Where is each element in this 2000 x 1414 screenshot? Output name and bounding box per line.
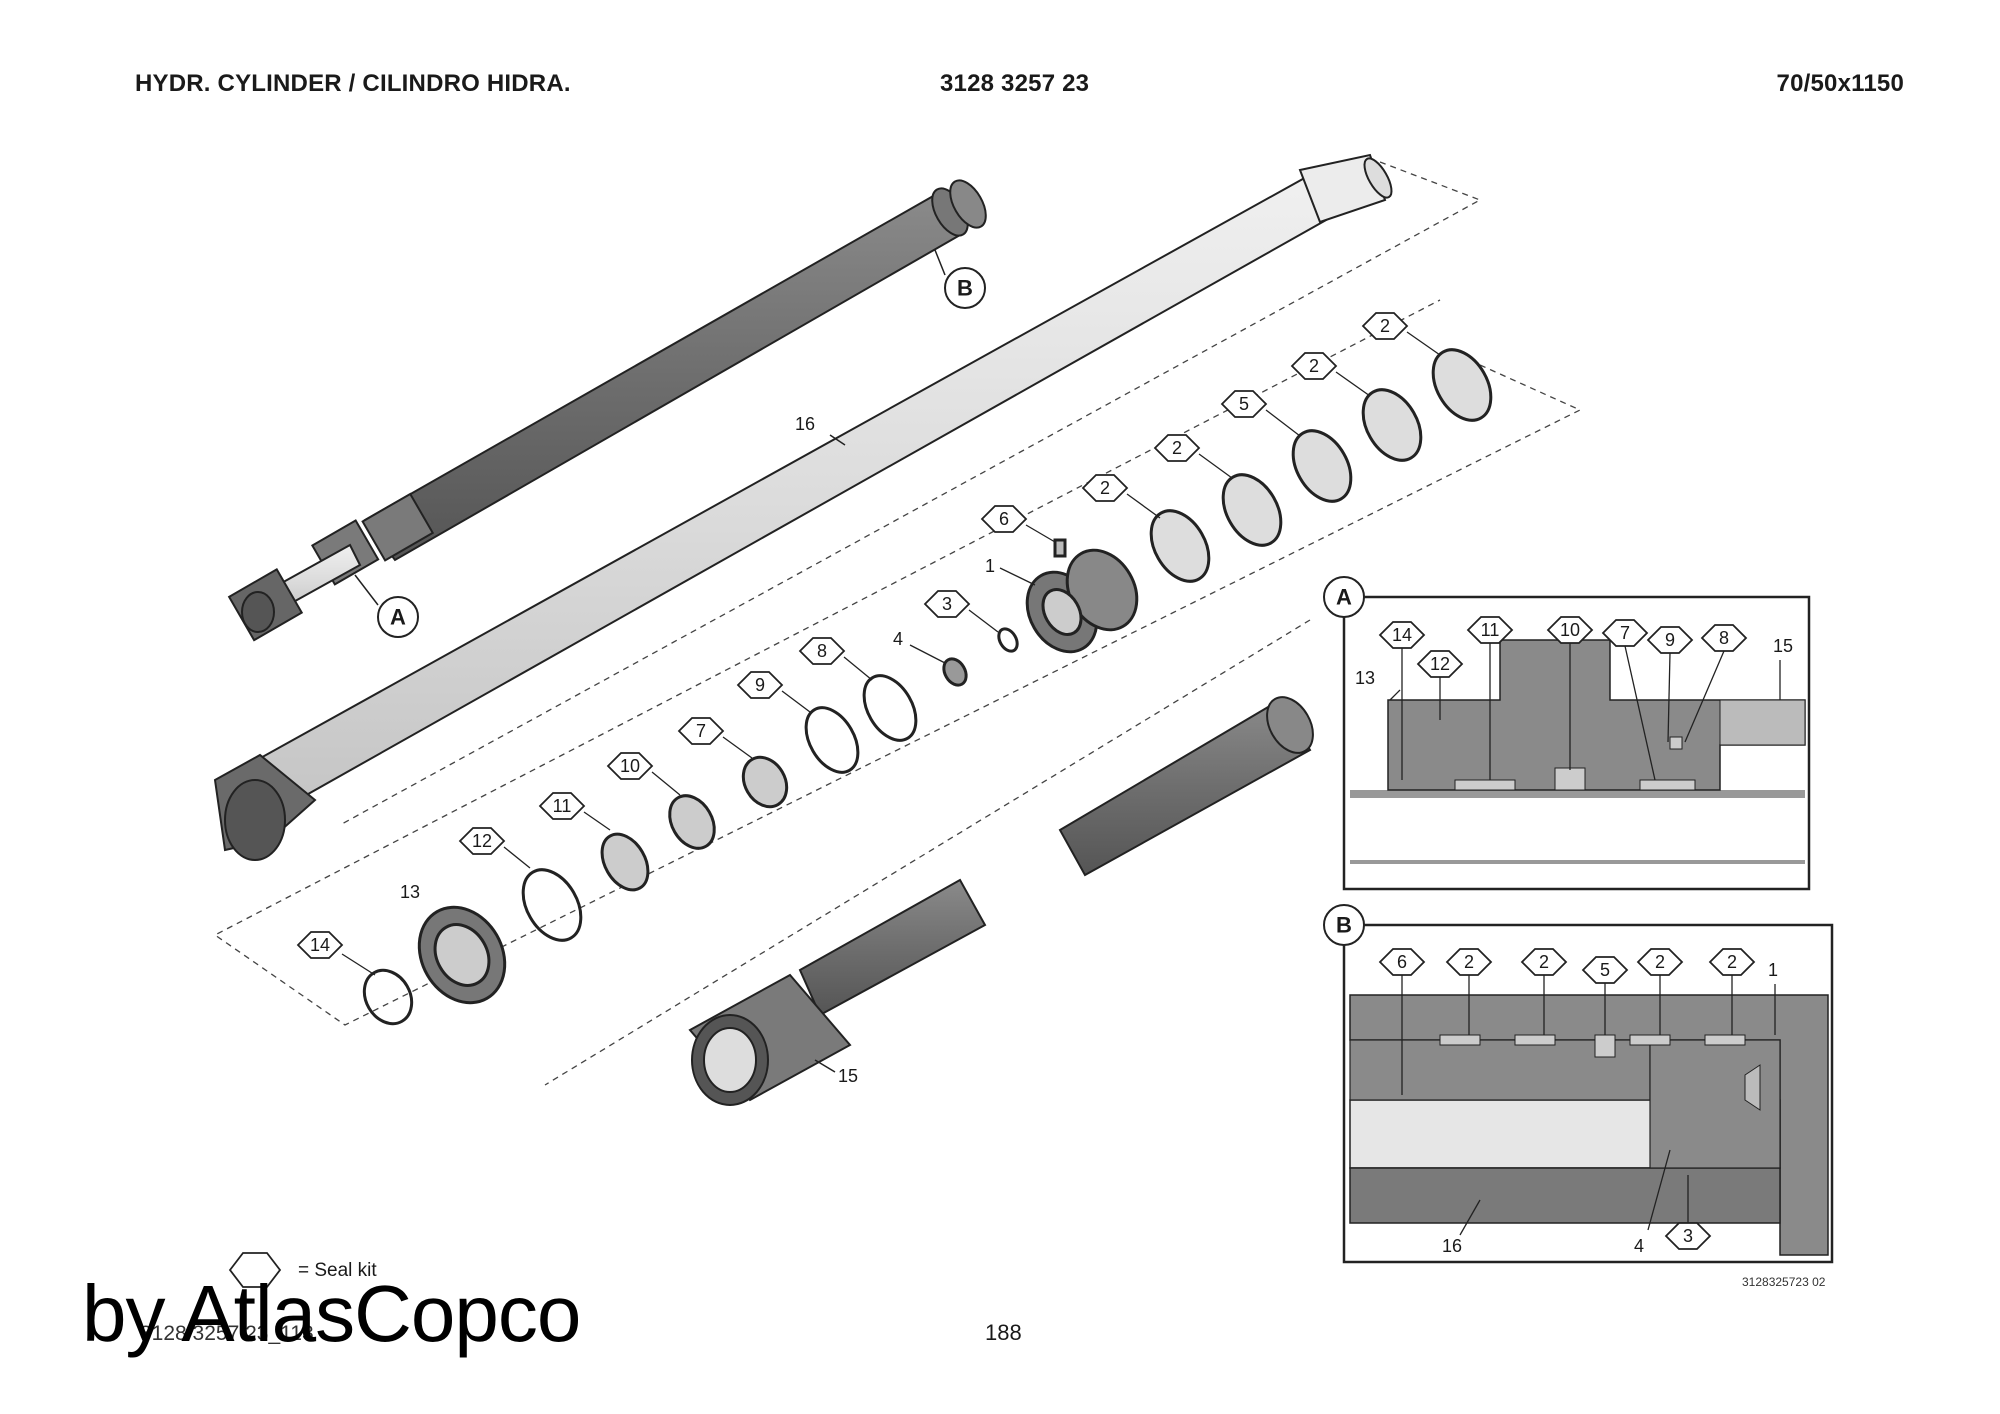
seal-kit-legend-icon — [228, 1252, 282, 1288]
seal-kit-legend: = Seal kit — [298, 1260, 377, 1281]
callout-5[interactable]: 5 — [1220, 390, 1268, 418]
callout-2b[interactable]: 2 — [1153, 434, 1201, 462]
callout-1: 1 — [985, 556, 995, 576]
detail-a-callout-8: 8 — [1700, 624, 1748, 652]
detail-b-callout-2a: 2 — [1445, 948, 1493, 976]
callout-2d[interactable]: 2 — [1361, 312, 1409, 340]
callout-9[interactable]: 9 — [736, 671, 784, 699]
svg-text:2: 2 — [1309, 356, 1319, 376]
callout-13: 13 — [400, 882, 420, 902]
detail-b-callout-6: 6 — [1378, 948, 1426, 976]
callout-8[interactable]: 8 — [798, 637, 846, 665]
svg-text:9: 9 — [1665, 630, 1675, 650]
svg-text:2: 2 — [1655, 952, 1665, 972]
svg-text:7: 7 — [696, 721, 706, 741]
svg-text:2: 2 — [1380, 316, 1390, 336]
callout-10[interactable]: 10 — [606, 752, 654, 780]
svg-text:12: 12 — [472, 831, 492, 851]
svg-text:8: 8 — [1719, 628, 1729, 648]
svg-text:2: 2 — [1727, 952, 1737, 972]
svg-text:2: 2 — [1172, 438, 1182, 458]
detail-a-title: A — [1323, 576, 1365, 618]
part-number: 3128 3257 23 — [940, 70, 1090, 97]
callout-4: 4 — [893, 629, 903, 649]
page-number: 188 — [985, 1320, 1022, 1345]
detail-b-callout-2d: 2 — [1708, 948, 1756, 976]
svg-text:9: 9 — [755, 675, 765, 695]
detail-b-title: B — [1323, 904, 1365, 946]
svg-text:14: 14 — [1392, 625, 1412, 645]
detail-a-callout-12: 12 — [1416, 650, 1464, 678]
callout-14[interactable]: 14 — [296, 931, 344, 959]
seal-parts-row — [362, 348, 1493, 1026]
detail-b-label-1: 1 — [1768, 960, 1778, 980]
svg-text:10: 10 — [1560, 620, 1580, 640]
detail-b-marker[interactable]: B — [944, 267, 986, 309]
svg-text:B: B — [1336, 913, 1352, 938]
page-title: HYDR. CYLINDER / CILINDRO HIDRA. — [135, 70, 571, 97]
detail-a-label-13: 13 — [1355, 668, 1375, 688]
callout-2a[interactable]: 2 — [1081, 474, 1129, 502]
detail-b-callout-3: 3 — [1664, 1222, 1712, 1250]
assembled-cylinder — [227, 179, 987, 642]
callout-2c[interactable]: 2 — [1290, 352, 1338, 380]
detail-a-callout-14: 14 — [1378, 621, 1426, 649]
svg-text:12: 12 — [1430, 654, 1450, 674]
cylinder-barrel — [688, 696, 1314, 1106]
detail-b-label-4: 4 — [1634, 1236, 1644, 1256]
svg-text:6: 6 — [999, 509, 1009, 529]
svg-text:8: 8 — [817, 641, 827, 661]
svg-text:14: 14 — [310, 935, 330, 955]
detail-a-marker[interactable]: A — [377, 596, 419, 638]
svg-text:3: 3 — [1683, 1226, 1693, 1246]
callout-16-rod: 16 — [795, 414, 815, 434]
svg-text:2: 2 — [1539, 952, 1549, 972]
svg-text:6: 6 — [1397, 952, 1407, 972]
svg-text:5: 5 — [1239, 394, 1249, 414]
detail-a-marker-label: A — [390, 605, 406, 630]
callout-6[interactable]: 6 — [980, 505, 1028, 533]
drawing-reference: 3128325723 02 — [1742, 1275, 1826, 1289]
detail-a-callout-10: 10 — [1546, 616, 1594, 644]
svg-text:A: A — [1336, 585, 1352, 610]
detail-b-panel: 16 4 1 — [1342, 923, 1834, 1264]
callout-15-barrel: 15 — [838, 1066, 858, 1086]
detail-b-callout-2b: 2 — [1520, 948, 1568, 976]
svg-text:2: 2 — [1464, 952, 1474, 972]
callout-7[interactable]: 7 — [677, 717, 725, 745]
detail-a-callout-7: 7 — [1601, 619, 1649, 647]
cylinder-dimensions: 70/50x1150 — [1776, 70, 1904, 97]
callout-3[interactable]: 3 — [923, 590, 971, 618]
svg-text:10: 10 — [620, 756, 640, 776]
assembly-guide-lines — [213, 161, 1582, 1086]
detail-b-label-16: 16 — [1442, 1236, 1462, 1256]
detail-b-callout-2c: 2 — [1636, 948, 1684, 976]
svg-text:7: 7 — [1620, 623, 1630, 643]
svg-text:3: 3 — [942, 594, 952, 614]
svg-text:11: 11 — [553, 796, 572, 816]
watermark: by AtlasCopco — [82, 1269, 581, 1358]
piston-rod — [213, 153, 1393, 861]
exploded-callouts: 14 13 12 11 10 7 9 8 — [296, 312, 1441, 976]
svg-text:5: 5 — [1600, 960, 1610, 980]
svg-text:11: 11 — [1481, 620, 1500, 640]
callout-12[interactable]: 12 — [458, 827, 506, 855]
svg-text:2: 2 — [1100, 478, 1110, 498]
footer-drawing-code: 3128 3257 23_113 — [140, 1322, 314, 1345]
detail-b-callouts: 6 2 2 5 2 2 3 — [1378, 948, 1756, 1250]
detail-a-callout-11: 11 — [1466, 616, 1514, 644]
detail-a-callout-9: 9 — [1646, 626, 1694, 654]
callout-11[interactable]: 11 — [538, 792, 586, 820]
detail-a-label-15: 15 — [1773, 636, 1793, 656]
detail-b-marker-label: B — [957, 276, 973, 301]
detail-a-callouts: 14 12 11 10 7 9 8 — [1378, 616, 1748, 781]
detail-b-callout-5: 5 — [1581, 956, 1629, 984]
